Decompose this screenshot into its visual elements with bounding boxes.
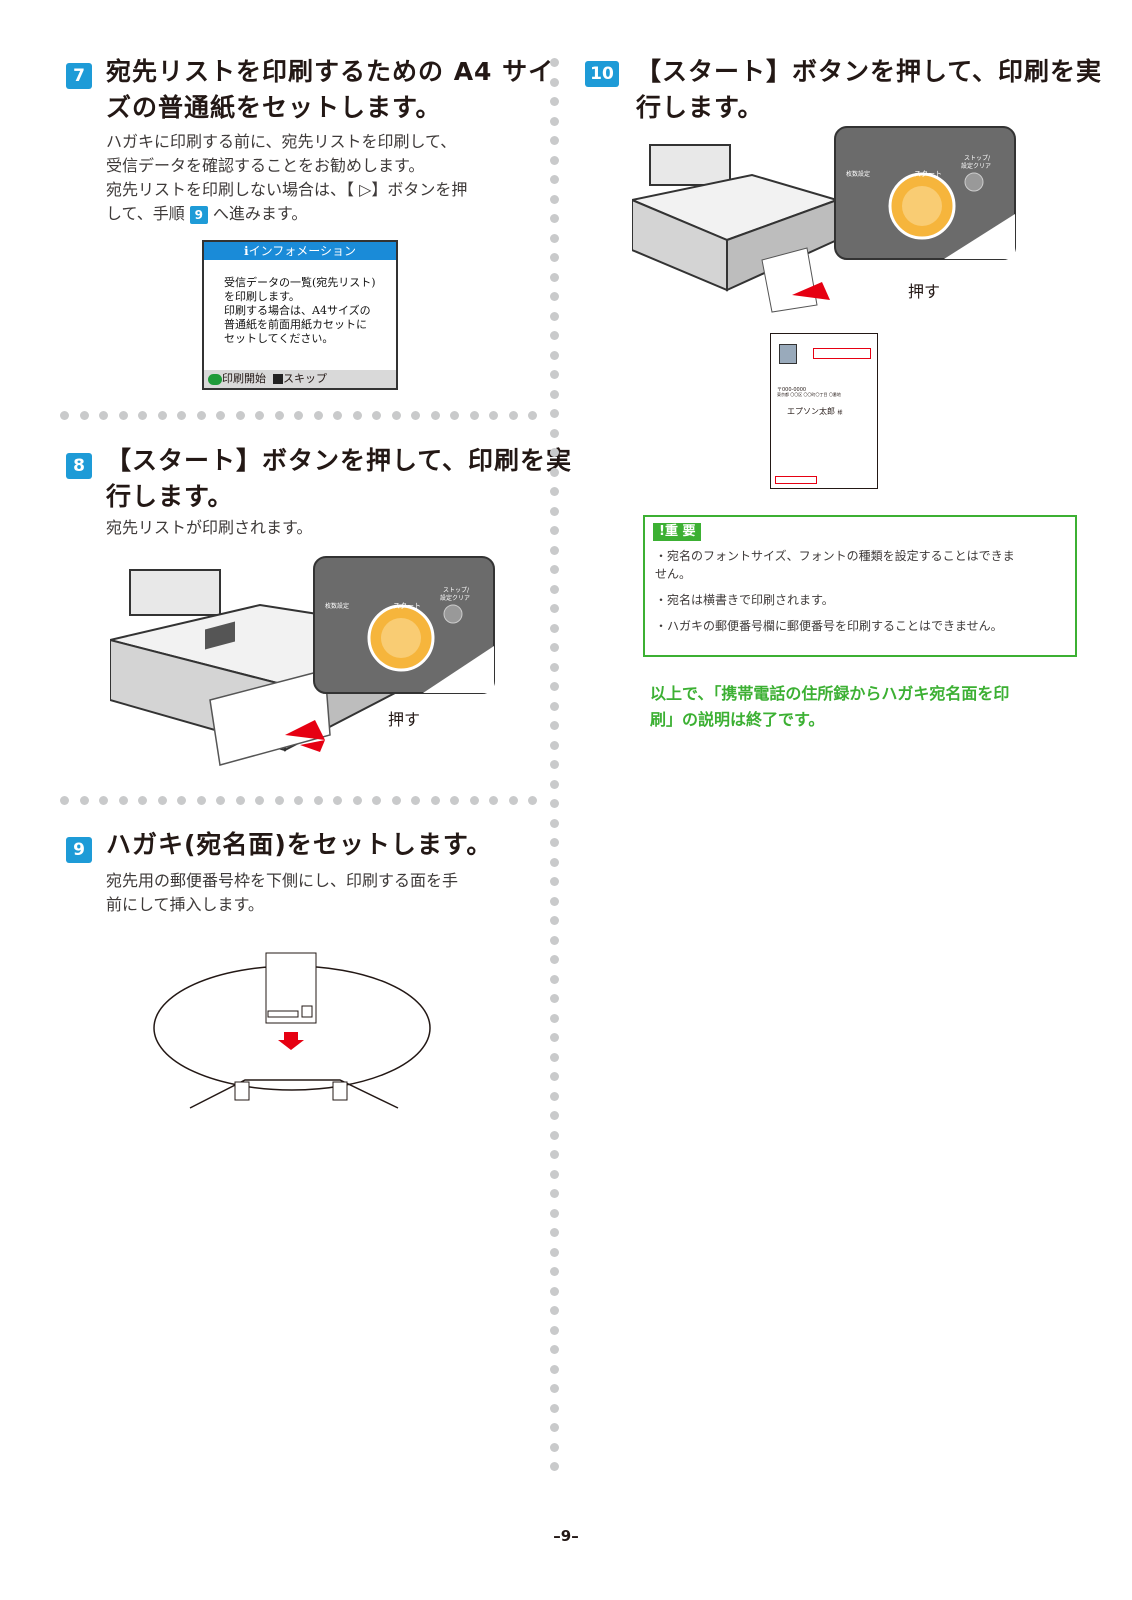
separator	[60, 411, 537, 421]
postcard-address: 東京都 〇〇区 〇〇町〇丁目 〇番地	[777, 392, 841, 397]
start-icon	[208, 373, 222, 385]
press-label-2: 押す	[908, 282, 941, 301]
svg-text:枚数設定: 枚数設定	[846, 170, 870, 178]
step-10-badge: 10	[585, 61, 619, 87]
note-item: ・宛名のフォントサイズ、フォントの種類を設定することはできま	[655, 549, 1015, 563]
step-8-heading: 【スタート】ボタンを押して、印刷を実行します。	[106, 446, 573, 511]
step-7-text: ハガキに印刷する前に、宛先リストを印刷して、受信データを確認することをお勧めしま…	[106, 132, 468, 224]
lcd-body: 受信データの一覧(宛先リスト)を印刷します。 印刷する場合は、A4サイズの普通紙…	[224, 276, 376, 345]
postcard-postal: 〒000-0000	[777, 387, 807, 393]
step-8-text: 宛先リストが印刷されます。	[106, 518, 313, 537]
svg-text:スタート: スタート	[914, 169, 942, 178]
lcd-info-screen: ℹインフォメーション 受信データの一覧(宛先リスト)を印刷します。 印刷する場合…	[202, 240, 398, 390]
column-divider	[550, 58, 560, 1478]
note-item: ・ハガキの郵便番号欄に郵便番号を印刷することはできません。	[655, 619, 1003, 633]
step-9-heading: ハガキ(宛名面)をセットします。	[106, 830, 493, 859]
svg-text:ストップ/: ストップ/	[964, 155, 991, 162]
svg-text:設定クリア: 設定クリア	[440, 594, 470, 602]
press-label: 押す	[388, 710, 421, 729]
closing-text: 以上で、「携帯電話の住所録からハガキ宛名面を印刷」の説明は終了です。	[650, 684, 1010, 729]
separator	[60, 796, 537, 806]
step-8-badge: 8	[66, 453, 92, 479]
postal-boxes	[813, 348, 871, 359]
step-7-badge: 7	[66, 63, 92, 89]
page-number: –9–	[553, 1527, 579, 1545]
step-10-heading: 【スタート】ボタンを押して、印刷を実行します。	[636, 57, 1103, 122]
postcard-sample: 〒000-0000 東京都 〇〇区 〇〇町〇丁目 〇番地 エプソン太郎 様	[770, 333, 878, 489]
lcd-title: ℹインフォメーション	[204, 242, 396, 260]
skip-icon	[273, 374, 283, 384]
lcd-footer: 印刷開始 スキップ	[204, 370, 396, 388]
note-item: せん。	[655, 567, 692, 581]
sender-postal-boxes	[775, 476, 817, 484]
svg-text:スタート: スタート	[393, 601, 421, 610]
svg-text:ストップ/: ストップ/	[443, 587, 470, 594]
control-panel-illustration-2: スタート 枚数設定 ストップ/ 設定クリア	[834, 126, 1016, 260]
step-7-heading: 宛先リストを印刷するための A4 サイズの普通紙をセットします。	[106, 57, 555, 122]
step-9-text: 宛先用の郵便番号枠を下側にし、印刷する面を手前にして挿入します。	[106, 871, 459, 914]
important-note: !重 要 ・宛名のフォントサイズ、フォントの種類を設定することはできま せん。 …	[643, 515, 1077, 657]
step-ref-badge: 9	[189, 205, 208, 224]
postcard-insert-illustration	[153, 952, 431, 1109]
svg-text:設定クリア: 設定クリア	[961, 162, 991, 170]
alert-icon: !	[659, 524, 665, 539]
svg-text:枚数設定: 枚数設定	[325, 602, 349, 610]
info-icon: ℹ	[244, 244, 249, 258]
step-9-badge: 9	[66, 837, 92, 863]
important-label: !重 要	[653, 523, 702, 541]
control-panel-illustration: スタート 枚数設定 ストップ/ 設定クリア	[313, 556, 495, 694]
stamp-icon	[779, 344, 797, 364]
note-item: ・宛名は横書きで印刷されます。	[655, 593, 834, 607]
printer-illustration-postcard	[632, 144, 841, 313]
postcard-name: エプソン太郎 様	[787, 407, 843, 416]
